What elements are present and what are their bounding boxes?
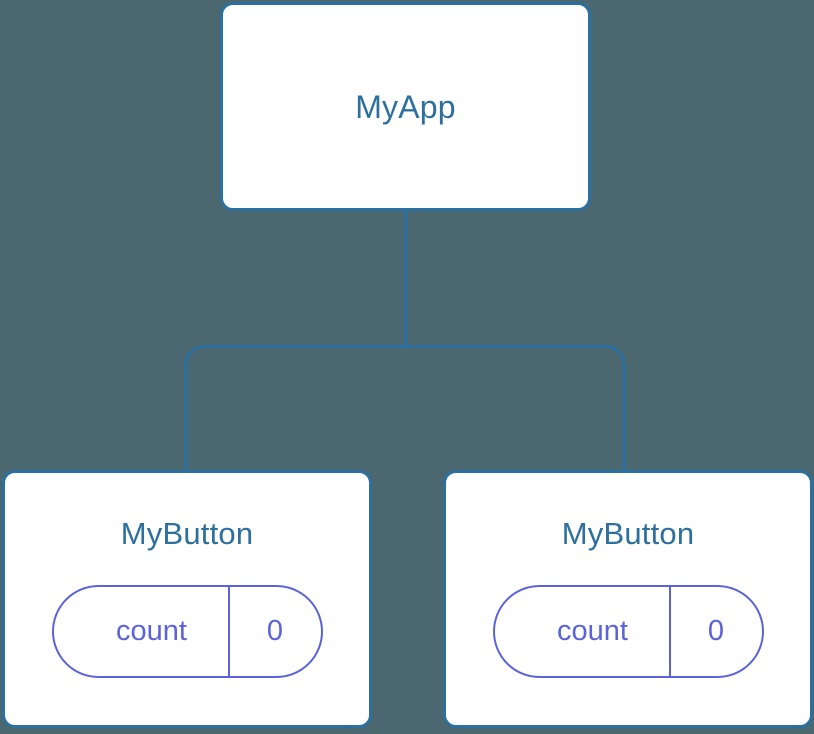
tree-node-mybutton-0[interactable]: MyButton count 0 <box>2 470 372 728</box>
state-value: 0 <box>227 587 321 676</box>
state-pill[interactable]: count 0 <box>492 585 764 678</box>
state-key: count <box>116 615 187 647</box>
tree-node-mybutton-1[interactable]: MyButton count 0 <box>443 470 813 728</box>
connector-branch-left <box>184 345 406 472</box>
connector-branch-right <box>405 345 626 472</box>
state-value: 0 <box>668 587 762 676</box>
node-title: MyButton <box>561 516 695 551</box>
state-key: count <box>557 615 628 647</box>
tree-node-myapp[interactable]: MyApp <box>220 2 591 211</box>
node-title: MyButton <box>120 516 254 551</box>
state-pill[interactable]: count 0 <box>51 585 323 678</box>
node-title: MyApp <box>355 88 456 125</box>
